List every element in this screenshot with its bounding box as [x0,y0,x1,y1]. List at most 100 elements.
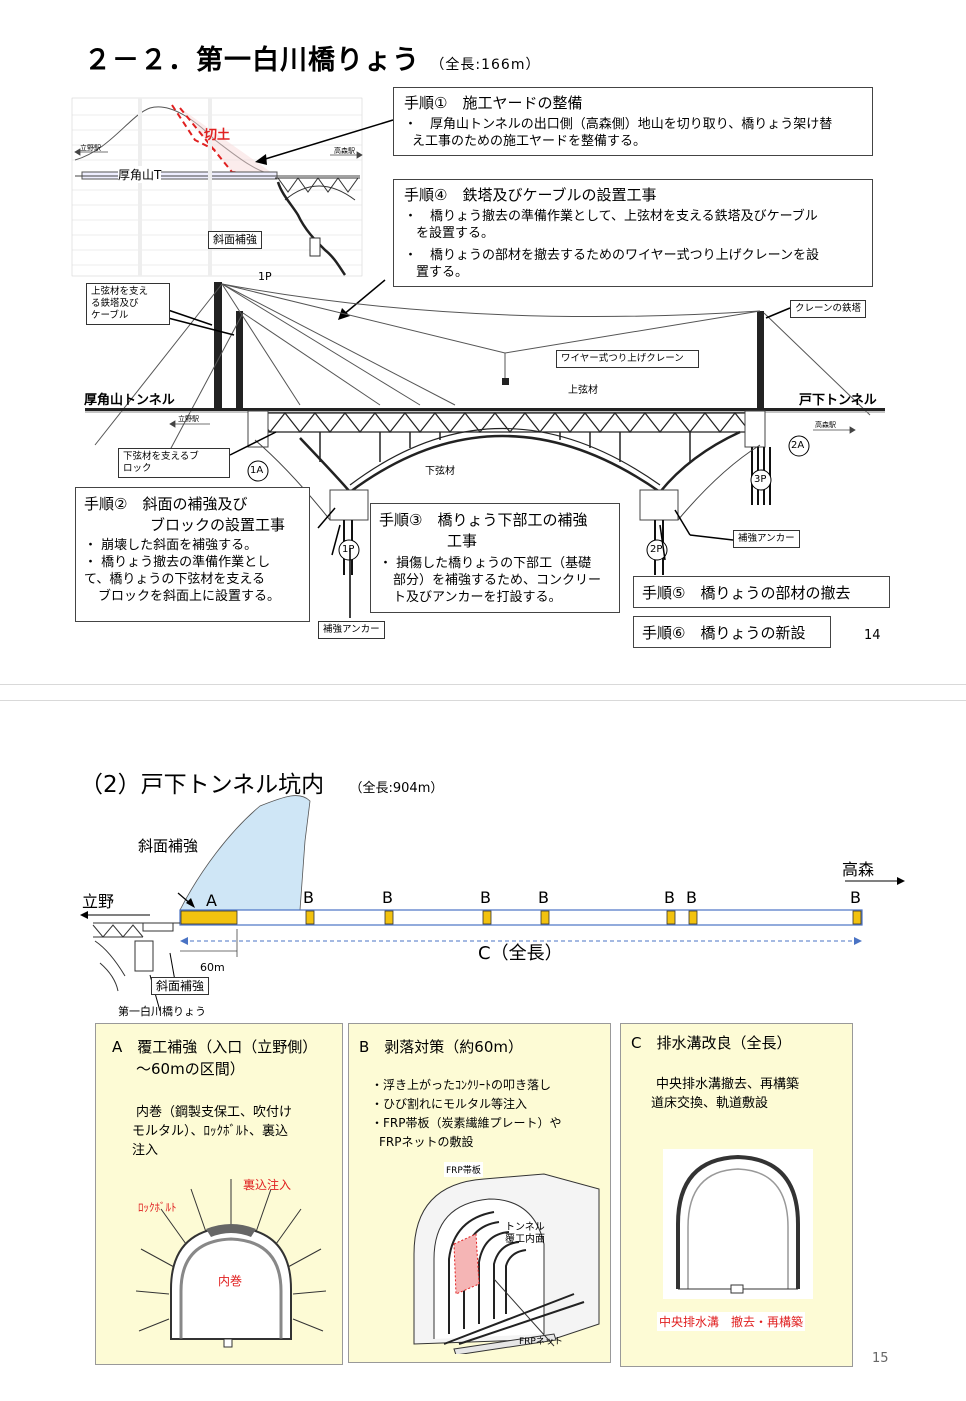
bridge-truss [254,412,761,494]
upper-chord-label: 上弦材 [568,385,598,396]
slide-bridge: ２－２．第一白川橋りょう （全長:166m） [0,0,966,685]
tower-cable-label: 上弦材を支え る鉄塔及び ケーブル [86,283,170,325]
step4-box: 手順④ 鉄塔及びケーブルの設置工事 ・ 橋りょう撤去の準備作業として、上弦材を支… [393,179,873,287]
step3-title-2: 工事 [447,532,478,550]
step4-line3: ・ 橋りょうの部材を撤去するためのワイヤー式つり上げクレーンを設 [404,248,819,263]
slope-reinforce-label: 斜面補強 [138,837,199,855]
tunnel-perspective-b [413,1173,600,1354]
step3-title-1: 手順③ 橋りょう下部工の補強 [379,511,588,529]
tunnel-length-note: （全長:904m） [349,781,444,796]
frp-net-label: FRPネット [519,1337,563,1347]
pier-1a-label: 1A [250,465,264,476]
reinforce-anchor-label-left: 補強アンカー [318,621,385,639]
step4-line1: ・ 橋りょう撤去の準備作業として、上弦材を支える鉄塔及びケーブル [404,209,818,224]
panel-b-title: B 剥落対策（約60m） [359,1038,523,1056]
panel-b-text-1: ・浮き上がったｺﾝｸﾘｰﾄの叩き落し [371,1078,552,1092]
tateno-small-label: 立野駅 [80,144,101,152]
panel-c-title: C 排水溝改良（全長） [631,1034,792,1052]
section-b-label-2: B [382,888,393,907]
section-b-label-1: B [303,888,314,907]
pier-2a-label: 2A [791,440,805,451]
slope-reinforce-small-label: 斜面補強 [208,231,262,249]
tunnel-title: （2）戸下トンネル坑内 （全長:904m） [80,765,443,799]
lining-label: トンネル 覆工内面 [505,1222,545,1245]
right-crane-tower [757,311,764,411]
panel-b-text-3: ・FRP帯板（炭素繊維プレート）や [371,1116,562,1130]
panel-b: B 剥落対策（約60m） ・浮き上がったｺﾝｸﾘｰﾄの叩き落し ・ひび割れにモル… [348,1023,611,1363]
step3-line2: 部分）を補強するため、コンクリー [393,573,602,588]
step1-box: 手順① 施工ヤードの整備 ・ 厚角山トンネルの出口側（高森側）地山を切り取り、橋… [393,87,873,156]
pier-1p-small-label: 1P [258,270,272,283]
pier-1p-label: 1P [342,544,355,555]
panel-a-text-3: 注入 [132,1143,159,1158]
step2-line3: て、橋りょうの下弦材を支える [84,572,265,587]
tateno-small-label-2: 立野駅 [178,415,199,423]
step4-title: 手順④ 鉄塔及びケーブルの設置工事 [404,186,657,204]
takamori-small-label-2: 高森駅 [815,421,836,429]
takamori-small-label: 高森駅 [334,147,355,155]
slope-area [179,795,311,911]
crane-tower-label: クレーンの鉄塔 [790,300,867,318]
page-number-15: 15 [872,1351,889,1366]
panel-c-text-2: 道床交換、軌道敷設 [651,1096,769,1111]
panel-a-text-1: 内巻（鋼製支保工、吹付け [136,1105,293,1120]
step2-title-2: ブロックの設置工事 [150,516,286,534]
cut-label: 切土 [204,128,231,143]
step3-line1: ・ 損傷した橋りょうの下部工（基礎 [379,556,592,571]
panel-c: C 排水溝改良（全長） 中央排水溝撤去、再構築 道床交換、軌道敷設 中央排水溝 … [620,1023,853,1367]
tunnel-short-label: 厚角山T [118,166,162,183]
tunnel-outline [179,909,863,926]
step1-title: 手順① 施工ヤードの整備 [404,94,583,112]
right-tunnel-label: 戸下トンネル [799,393,877,408]
frp-band-label: FRP帯板 [444,1162,483,1177]
panel-b-text-4: FRPネットの敷設 [379,1135,474,1149]
section-c-label: C（全長） [478,943,563,964]
section-b-label-4: B [538,888,549,907]
left-tower-2 [236,311,243,410]
section-a-label: A [206,891,217,910]
panel-b-text-2: ・ひび割れにモルタル等注入 [371,1097,528,1111]
step1-line1: ・ 厚角山トンネルの出口側（高森側）地山を切り取り、橋りょう架け替 [404,117,833,132]
tunnel-title-text: （2）戸下トンネル坑内 [80,772,325,798]
page-title: ２－２．第一白川橋りょう （全長:166m） [84,38,540,77]
step1-line2: え工事のための施工ヤードを整備する。 [412,134,647,149]
step2-box: 手順② 斜面の補強及び ブロックの設置工事 ・ 崩壊した斜面を補強する。 ・ 橋… [75,487,310,622]
step5-title: 手順⑤ 橋りょうの部材の撤去 [642,584,851,602]
slope-box-label: 斜面補強 [151,977,210,995]
wire-crane-label: ワイヤー式つり上げクレーン [556,350,699,368]
step2-line1: ・ 崩壊した斜面を補強する。 [84,538,258,553]
panel-a-title-2: ～60mの区間） [136,1060,245,1078]
left-tower-1 [214,282,222,410]
tunnel-plan-diagram [80,795,905,1012]
section-b-label-7: B [850,888,861,907]
panel-a: A 覆工補強（入口（立野側） ～60mの区間） 内巻（鋼製支保工、吹付け モルタ… [95,1023,343,1365]
step6-box: 手順⑥ 橋りょうの新設 [633,616,831,648]
step6-title: 手順⑥ 橋りょうの新設 [642,624,806,642]
tunnel-cross-section-a [136,1179,326,1348]
takamori-label: 高森 [842,860,875,879]
step3-box: 手順③ 橋りょう下部工の補強 工事 ・ 損傷した橋りょうの下部工（基礎 部分）を… [370,503,620,613]
panel-c-caption: 中央排水溝 撤去・再構築 [657,1312,806,1331]
backfill-label: 裏込注入 [243,1178,292,1192]
section-b-label-5: B [664,888,675,907]
section-a [180,910,238,925]
pier-2p-label: 2P [650,544,663,555]
page-number-14: 14 [864,628,881,643]
inner-lining-label: 内巻 [218,1274,243,1288]
panel-a-text-2: モルタル）、ﾛｯｸﾎﾞﾙﾄ、裏込 [132,1124,289,1139]
pier-3p-label: 3P [754,474,767,485]
panel-a-title-1: A 覆工補強（入口（立野側） [112,1038,318,1056]
step3-line3: ト及びアンカーを打設する。 [393,590,562,605]
title-text: ２－２．第一白川橋りょう [84,45,420,76]
slide-tunnel: （2）戸下トンネル坑内 （全長:904m） [0,700,966,1401]
lower-chord-label: 下弦材 [425,466,455,477]
section-b-label-6: B [686,888,697,907]
tunnel-cross-section-c [663,1149,813,1299]
step4-line2: を設置する。 [416,226,495,241]
step2-line2: ・ 橋りょう撤去の準備作業とし [84,555,271,570]
left-tunnel-label: 厚角山トンネル [84,393,175,408]
tateno-label: 立野 [82,892,115,911]
reinforce-anchor-label-right: 補強アンカー [733,530,800,548]
lower-support-block-label: 下弦材を支えるブ ロック [118,448,230,478]
bridge-label: 第一白川橋りょう [118,1005,206,1018]
